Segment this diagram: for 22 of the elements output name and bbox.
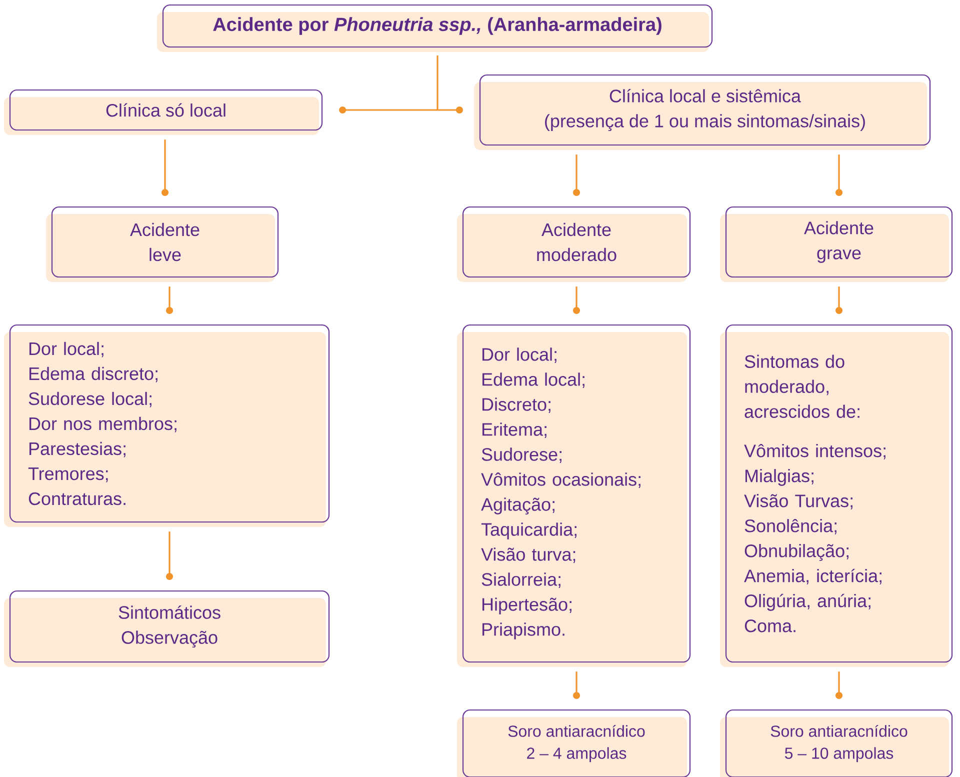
process-box: Acidente grave: [720, 206, 953, 282]
connector: [162, 140, 168, 196]
symptom-list-box: Sintomas do moderado, acrescidos de: Vômitos intensos; Mialgias; Visão Turvas; Sonolência; Obnubilação; Anemia, icterícia; Oligúria, anúria; Coma.: [720, 324, 953, 667]
process-box: Clínica local e sistêmica (presença de 1 ou mais sintomas/sinais): [474, 74, 931, 150]
connector: [836, 154, 842, 196]
connector: [573, 154, 580, 196]
title-box: Acidente por Phoneutria ssp., (Aranha-armadeira): [157, 4, 713, 52]
connector: [573, 286, 580, 314]
treatment-box: Sintomáticos Observação: [4, 590, 330, 667]
connector: [166, 286, 173, 314]
process-box: Acidente moderado: [457, 206, 691, 282]
connector: [339, 54, 463, 114]
connector: [166, 532, 173, 580]
process-box: Acidente leve: [46, 206, 279, 282]
connector: [836, 286, 842, 314]
treatment-box: Soro antiaracnídico 5 – 10 ampolas: [720, 709, 953, 777]
treatment-box: Soro antiaracnídico 2 – 4 ampolas: [457, 709, 691, 777]
symptom-list-box: Dor local; Edema discreto; Sudorese local; Dor nos membros; Parestesias; Tremores; Contraturas.: [4, 324, 330, 527]
connector: [573, 672, 580, 699]
connector: [836, 672, 842, 699]
symptom-list-box: Dor local; Edema local; Discreto; Eritema; Sudorese; Vômitos ocasionais; Agitação; Taquicardia; Visão turva; Sialorreia; Hipertesão; Priapismo.: [457, 324, 691, 667]
process-box: Clínica só local: [4, 89, 323, 135]
